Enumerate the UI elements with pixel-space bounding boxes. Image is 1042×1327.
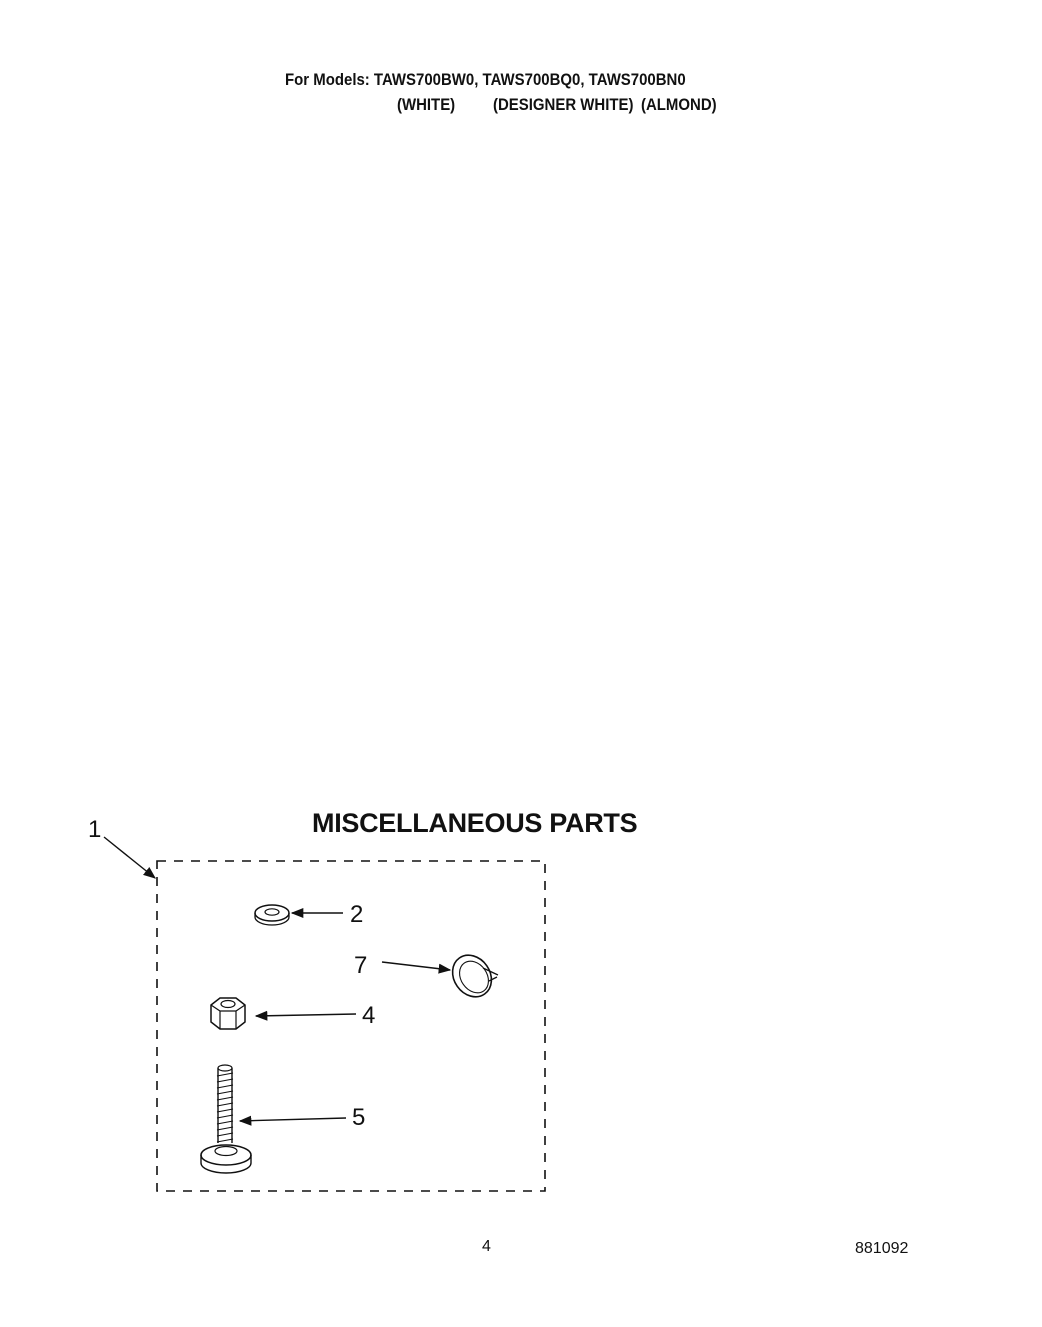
callout-clip: 7 <box>354 952 368 979</box>
color-label-white: (WHITE) <box>397 95 456 114</box>
hex-nut-part <box>210 997 246 1030</box>
color-label-almond: (ALMOND) <box>641 95 717 114</box>
section-title: MISCELLANEOUS PARTS <box>312 808 638 838</box>
leader-1 <box>103 836 156 879</box>
leader-5 <box>238 1115 347 1126</box>
page-number: 4 <box>482 1238 491 1255</box>
callout-washer: 2 <box>350 901 364 928</box>
leader-7 <box>381 961 452 974</box>
callout-leveling-leg: 5 <box>352 1104 366 1131</box>
document-number: 881092 <box>855 1240 909 1257</box>
washer-part <box>254 904 290 926</box>
clip-part <box>451 954 499 998</box>
leader-4 <box>254 1010 357 1021</box>
color-label-designer-white: (DESIGNER WHITE) <box>493 95 634 114</box>
callout-nut: 4 <box>362 1002 376 1029</box>
leveling-leg-part <box>200 1064 252 1174</box>
callout-kit: 1 <box>88 816 102 843</box>
kit-boundary <box>156 860 546 1192</box>
models-line: For Models: TAWS700BW0, TAWS700BQ0, TAWS… <box>285 70 686 89</box>
